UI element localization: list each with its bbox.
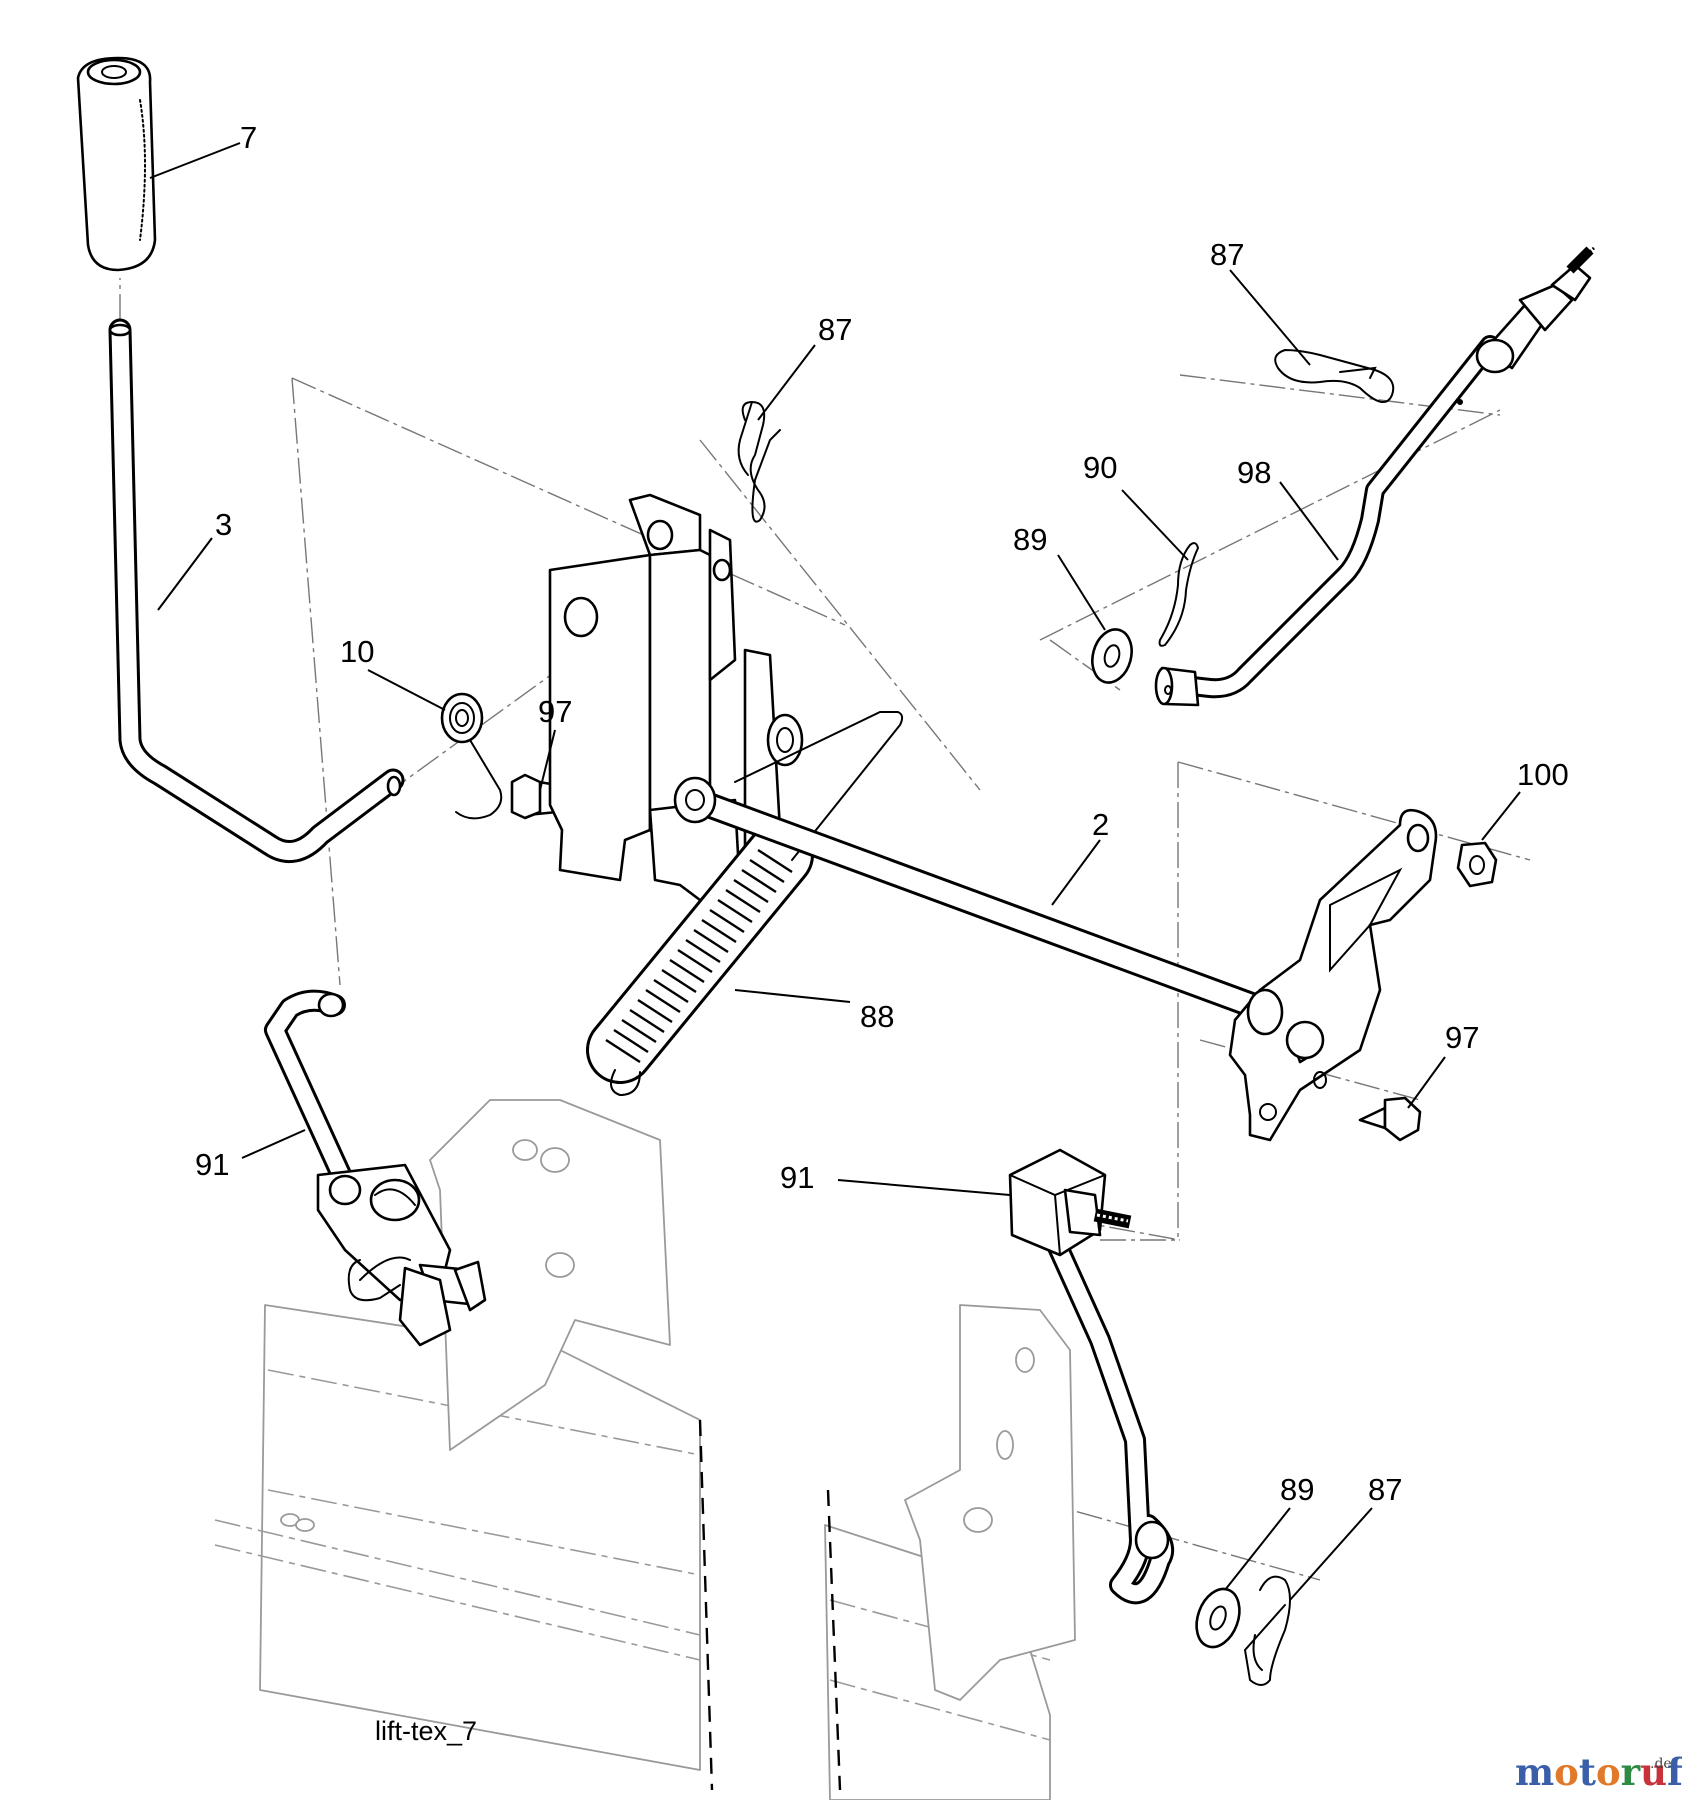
- callout-pin-top: 90: [1083, 450, 1117, 485]
- handle-knob: [76, 56, 157, 272]
- lift-arm-right: [1228, 808, 1438, 1142]
- flange-bolt-right: [1358, 1096, 1422, 1142]
- callout-labels: 7 3 87 87 90 98 89 10 97 100 2 88 97 91 …: [195, 120, 1569, 1507]
- callout-washer-bottom: 89: [1280, 1472, 1314, 1507]
- watermark-suffix: .de: [1650, 1756, 1672, 1772]
- callout-torsion-spring: 10: [340, 634, 374, 669]
- cut-line-left: [698, 1419, 714, 1791]
- hairpin-clip-top-right: [1274, 348, 1395, 403]
- torsion-spring: [440, 692, 503, 820]
- extension-spring: [586, 711, 904, 1097]
- link-rod: [1154, 246, 1596, 707]
- callout-clip-top-right: 87: [1210, 237, 1244, 272]
- cotter-pin: [1158, 542, 1200, 647]
- leader-lines: [149, 142, 1521, 1601]
- callout-clip-bottom: 87: [1368, 1472, 1402, 1507]
- callout-lift-lever: 3: [215, 507, 232, 542]
- flat-washer-bottom: [1195, 1587, 1241, 1649]
- callout-knob: 7: [240, 120, 257, 155]
- drawing-code: lift-tex_7: [375, 1716, 477, 1746]
- lift-lever-rod: [108, 318, 405, 864]
- frame-ghost-left: [214, 1099, 701, 1771]
- lift-link-right: [1008, 1148, 1174, 1605]
- callout-arm-right: 91: [780, 1160, 814, 1195]
- lift-link-left: [264, 989, 487, 1347]
- lift-shaft: [673, 776, 1278, 1023]
- callout-bolt-left: 97: [538, 694, 572, 729]
- callout-arm-left: 91: [195, 1147, 229, 1182]
- frame-ghost-right: [824, 1304, 1076, 1801]
- hex-nut: [1456, 841, 1498, 888]
- svg-text:motoruf: motoruf: [1515, 1750, 1682, 1794]
- callout-link-rod: 98: [1237, 455, 1271, 490]
- callout-extension-spring: 88: [860, 999, 894, 1034]
- hairpin-clip-top-center: [737, 400, 781, 523]
- watermark-logo: motoruf .de: [1515, 1750, 1682, 1794]
- lift-bracket: [548, 493, 804, 902]
- callout-bolt-right: 97: [1445, 1020, 1479, 1055]
- hairpin-clip-bottom: [1243, 1575, 1291, 1686]
- callout-washer-top: 89: [1013, 522, 1047, 557]
- callout-lift-shaft: 2: [1092, 807, 1109, 842]
- callout-nut-right: 100: [1517, 757, 1569, 792]
- callout-clip-top-center: 87: [818, 312, 852, 347]
- flat-washer-top: [1091, 628, 1133, 684]
